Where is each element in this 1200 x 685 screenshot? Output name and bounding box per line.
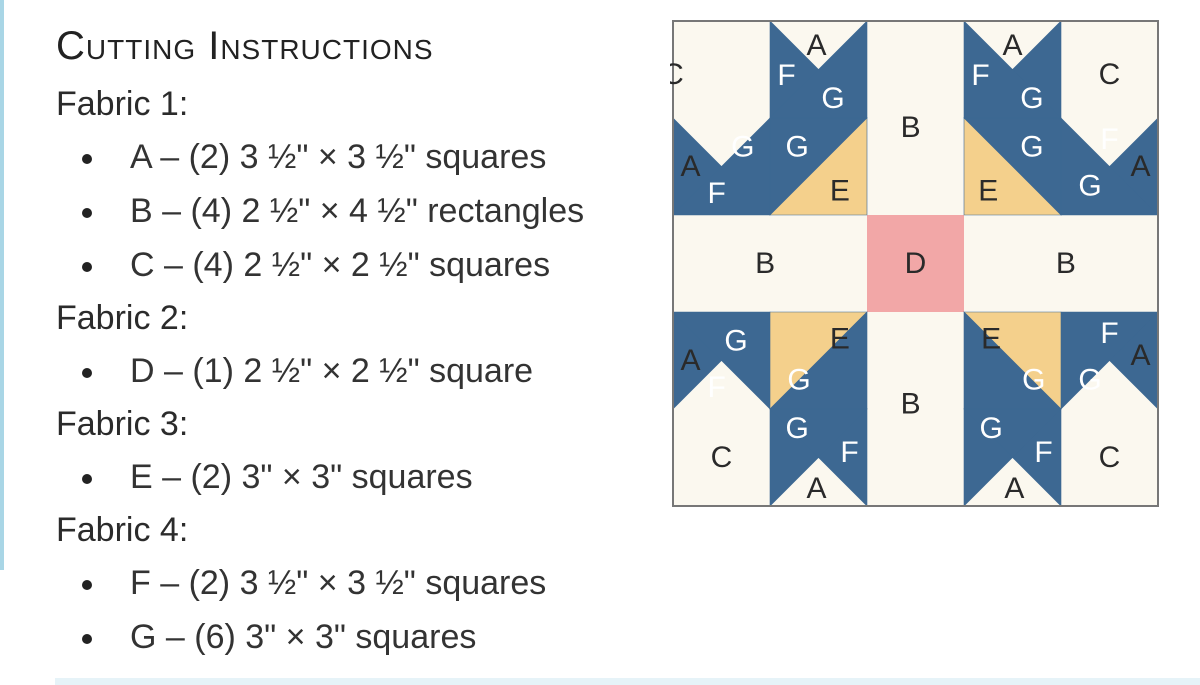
patch-label: F [1100, 123, 1118, 156]
patch-label: B [901, 111, 921, 144]
center-square-d [867, 215, 964, 312]
fabric-name: Fabric 4: [56, 511, 189, 549]
cut-item: G – (6) 3" × 3" squares [56, 610, 666, 664]
cutting-instructions: Cutting Instructions Fabric 1: A – (2) 3… [56, 22, 666, 664]
patch-label: G [731, 131, 754, 164]
patch-label: F [1034, 436, 1052, 469]
patch-label: G [785, 131, 808, 164]
cut-list: A – (2) 3 ½" × 3 ½" squares B – (4) 2 ½"… [56, 130, 666, 292]
patch-label: G [979, 412, 1002, 445]
page-title: Cutting Instructions [56, 24, 434, 68]
block-border [672, 20, 1159, 507]
bottom-accent-bar [55, 678, 1200, 685]
patch-label: A [1004, 472, 1024, 505]
fabric-section: Fabric 2: D – (1) 2 ½" × 2 ½" square [56, 292, 666, 398]
patch-label: G [1078, 169, 1101, 202]
patch-g [963, 311, 1062, 410]
patch-label: B [901, 388, 921, 421]
patch-label: C [670, 58, 684, 91]
patch-label: A [680, 150, 700, 183]
cut-list: D – (1) 2 ½" × 2 ½" square [56, 344, 666, 398]
cut-item: F – (2) 3 ½" × 3 ½" squares [56, 556, 666, 610]
patch-label: G [1020, 131, 1043, 164]
patch-label: A [1131, 150, 1151, 183]
patch-label: G [1078, 363, 1101, 396]
patch-label: B [755, 247, 775, 280]
fabric-name: Fabric 3: [56, 405, 189, 443]
patch-e [963, 117, 1062, 216]
patch-label: G [1022, 363, 1045, 396]
cut-item: A – (2) 3 ½" × 3 ½" squares [56, 130, 666, 184]
patch-label: C [1099, 58, 1121, 91]
patch-label: A [680, 344, 700, 377]
patch-label: G [724, 325, 747, 358]
patch-g [963, 408, 1013, 507]
cut-item: E – (2) 3" × 3" squares [56, 450, 666, 504]
cut-list: F – (2) 3 ½" × 3 ½" squares G – (6) 3" ×… [56, 556, 666, 664]
patch-label: D [905, 247, 927, 280]
patch-label: E [981, 323, 1001, 356]
fabric-section: Fabric 1: A – (2) 3 ½" × 3 ½" squares B … [56, 78, 666, 292]
cut-list: E – (2) 3" × 3" squares [56, 450, 666, 504]
patch-label: F [1100, 317, 1118, 350]
fabric-section: Fabric 3: E – (2) 3" × 3" squares [56, 398, 666, 504]
patch-label: G [787, 363, 810, 396]
patch-label: A [1131, 339, 1151, 372]
patch-label: F [840, 436, 858, 469]
patch-label: E [978, 174, 998, 207]
patch-label: A [807, 472, 827, 505]
patch-label: A [1002, 29, 1022, 62]
fabric-name: Fabric 2: [56, 299, 189, 337]
fabric-name: Fabric 1: [56, 85, 189, 123]
patch-label: F [777, 59, 795, 92]
patch-label: F [707, 371, 725, 404]
cut-item: C – (4) 2 ½" × 2 ½" squares [56, 238, 666, 292]
patch-g [818, 408, 868, 507]
left-accent-bar [0, 0, 4, 570]
cut-item: B – (4) 2 ½" × 4 ½" rectangles [56, 184, 666, 238]
cut-item: D – (1) 2 ½" × 2 ½" square [56, 344, 666, 398]
patch-label: E [830, 323, 850, 356]
patch-label: G [821, 82, 844, 115]
patch-label: C [711, 441, 733, 474]
patch-g [769, 311, 868, 410]
fabric-section: Fabric 4: F – (2) 3 ½" × 3 ½" squares G … [56, 504, 666, 664]
patch-e [769, 117, 868, 216]
patch-label: F [707, 177, 725, 210]
patch-label: F [971, 59, 989, 92]
patch-label: A [807, 29, 827, 62]
patch-label: G [785, 412, 808, 445]
patch-label: C [1099, 441, 1121, 474]
patch-label: B [1056, 247, 1076, 280]
patch-label: E [830, 174, 850, 207]
patch-label: G [1020, 82, 1043, 115]
